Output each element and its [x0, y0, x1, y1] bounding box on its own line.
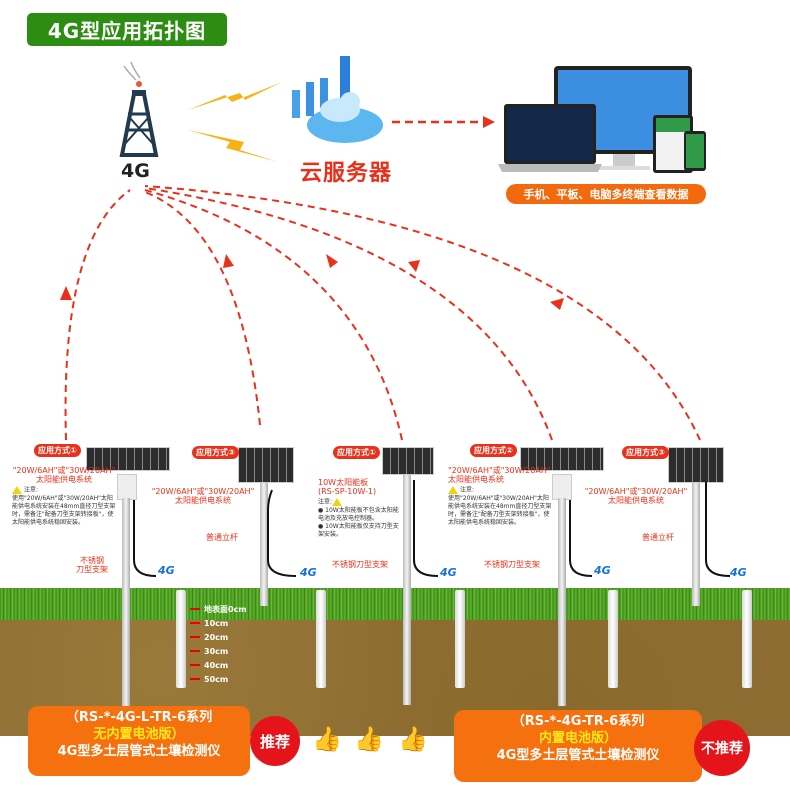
cell-tower-icon — [119, 61, 159, 157]
antenna-cables — [133, 480, 731, 577]
thumbs-up-icon: 👍 — [312, 725, 342, 753]
note: 注意:使用"20W/6AH"或"30W/20AH"太阳能供电系统安装在48mm直… — [448, 486, 552, 526]
arc-station-5 — [144, 185, 701, 441]
product-card-battery: （RS-*-4G-TR-6系列 内置电池版） 4G型多土层管式土壤检测仪 — [454, 710, 702, 782]
power-spec: "20W/6AH"或"30W/20AH"太阳能供电系统 — [584, 487, 688, 505]
arc-station-3 — [144, 189, 403, 441]
depth-marker: 50cm — [190, 672, 247, 686]
multi-device-icon — [498, 66, 706, 173]
lightning-icon — [188, 82, 282, 162]
depth-marker: 20cm — [190, 630, 247, 644]
solar-panel — [238, 447, 294, 483]
solar-panel — [668, 447, 724, 483]
arc-arrowheads — [60, 254, 564, 310]
thumbs-up-icon: 👍 — [398, 725, 428, 753]
power-spec: "20W/6AH"或"30W/20AH"太阳能供电系统 — [448, 466, 551, 484]
soil-probe — [176, 590, 186, 688]
arrowhead — [483, 116, 495, 128]
depth-marker: 30cm — [190, 644, 247, 658]
page-title: 4G型应用拓扑图 — [27, 13, 227, 46]
not-recommended-badge: 不推荐 — [694, 720, 750, 776]
power-spec: "20W/6AH"或"30W/20AH"太阳能供电系统 — [12, 466, 116, 484]
solar-panel — [382, 447, 434, 475]
antenna-4g-icon: 4G — [300, 566, 317, 579]
mount-label: 不锈钢刀型支架 — [76, 556, 108, 574]
warning-icon — [332, 498, 343, 506]
standard-pole — [692, 483, 700, 606]
knife-bracket-pole — [122, 498, 130, 706]
power-spec: 10W太阳能板(RS-SP-10W-1) — [318, 478, 377, 496]
data-link-arcs — [64, 185, 701, 441]
recommended-badge: 推荐 — [250, 716, 300, 766]
mode-tag: 应用方式① — [333, 446, 380, 459]
soil-probe — [316, 590, 326, 688]
arc-station-2 — [144, 191, 261, 426]
soil-probe — [608, 590, 618, 688]
solar-panel — [520, 447, 604, 471]
devices-label: 手机、平板、电脑多终端查看数据 — [506, 184, 706, 204]
soil-probe — [742, 590, 752, 688]
antenna-4g-icon: 4G — [594, 564, 611, 577]
mode-tag: 应用方式① — [34, 444, 81, 457]
antenna-4g-icon: 4G — [730, 566, 747, 579]
power-spec: "20W/6AH"或"30W/20AH"太阳能供电系统 — [151, 487, 255, 505]
cloud-server-label: 云服务器 — [300, 161, 393, 186]
arc-station-1 — [64, 189, 131, 441]
tower-label: 4G — [121, 160, 150, 182]
mode-tag: 应用方式③ — [192, 446, 239, 459]
note: 注意:使用"20W/6AH"或"30W/20AH"太阳能供电系统安装在48mm直… — [12, 486, 116, 526]
topology-lines — [60, 56, 706, 441]
solar-panel — [86, 447, 170, 471]
mode-tag: 应用方式② — [470, 444, 517, 457]
depth-scale: 地表面0cm 10cm 20cm 30cm 40cm 50cm — [190, 602, 247, 686]
mount-label: 普通立杆 — [642, 533, 674, 542]
antenna-4g-icon: 4G — [440, 566, 457, 579]
soil-probe — [455, 590, 465, 688]
product-card-no-battery: （RS-*-4G-L-TR-6系列 无内置电池版） 4G型多土层管式土壤检测仪 — [28, 706, 250, 776]
mode-tag: 应用方式③ — [622, 446, 669, 459]
mount-label: 不锈钢刀型支架 — [332, 560, 388, 569]
mount-label: 普通立杆 — [206, 533, 238, 542]
warning-icon — [12, 486, 22, 494]
depth-marker: 10cm — [190, 616, 247, 630]
depth-marker: 地表面0cm — [190, 602, 247, 616]
standard-pole — [260, 483, 268, 606]
knife-bracket-pole — [558, 498, 566, 706]
cloud-server-icon — [292, 56, 383, 143]
note: 注意:● 10W太阳能板不包含太阳能电池及充放电控制器。● 10W太阳能板仅支持… — [318, 498, 399, 538]
depth-marker: 40cm — [190, 658, 247, 672]
knife-bracket-pole — [403, 475, 411, 705]
thumbs-up-icon: 👍 — [354, 725, 384, 753]
warning-icon — [448, 486, 458, 494]
antenna-4g-icon: 4G — [158, 564, 175, 577]
arc-station-4 — [144, 187, 553, 441]
grass — [0, 588, 790, 624]
mount-label: 不锈钢刀型支架 — [484, 560, 540, 569]
